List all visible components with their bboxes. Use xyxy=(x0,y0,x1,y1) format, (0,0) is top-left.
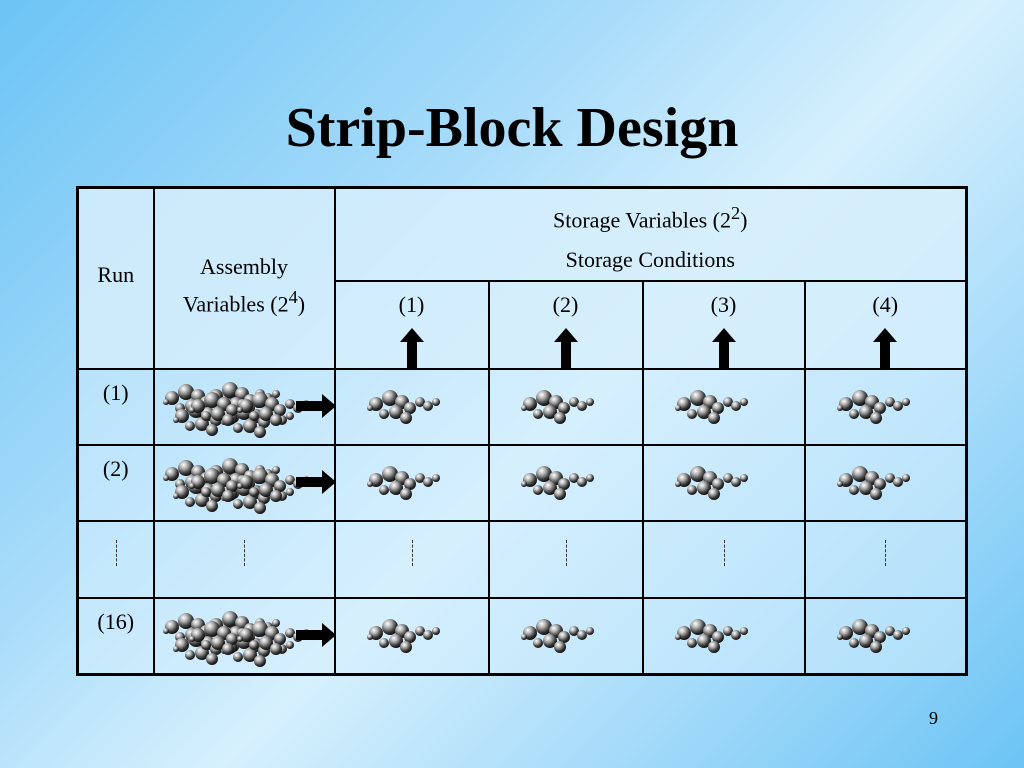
ellipsis-cell xyxy=(641,520,806,600)
assembly-header-cell: Assembly Variables (24) xyxy=(152,186,336,371)
storage-cell xyxy=(487,444,644,523)
condition-header-3: (3) xyxy=(641,280,806,371)
ellipsis-cell xyxy=(803,520,968,600)
ellipsis-cell xyxy=(152,520,336,600)
arrow-up-icon xyxy=(711,328,736,368)
condition-header-2: (2) xyxy=(487,280,644,371)
strip-block-table: Run Assembly Variables (24) Storage Vari… xyxy=(76,186,968,676)
vertical-dots-icon xyxy=(885,540,887,567)
ellipsis-cell xyxy=(333,520,490,600)
arrow-up-icon xyxy=(873,328,898,368)
condition-header-1: (1) xyxy=(333,280,490,371)
run-cell: (1) xyxy=(76,368,155,447)
molecule-cluster-icon xyxy=(520,466,594,501)
storage-cell xyxy=(487,597,644,676)
vertical-dots-icon xyxy=(244,540,245,567)
ellipsis-cell xyxy=(487,520,644,600)
molecule-cluster-icon xyxy=(158,607,308,671)
assembly-header-line1: Assembly xyxy=(200,254,288,279)
ellipsis-cell xyxy=(76,520,155,600)
vertical-dots-icon xyxy=(723,540,725,567)
storage-variables-header: Storage Variables (22) xyxy=(553,203,748,233)
arrow-right-icon xyxy=(295,470,333,495)
storage-cell xyxy=(487,368,644,447)
run-label: (2) xyxy=(102,456,129,482)
arrow-right-icon xyxy=(295,623,333,648)
run-cell: (16) xyxy=(76,597,155,676)
molecule-cluster-icon xyxy=(674,619,748,654)
storage-cell xyxy=(803,597,968,676)
storage-cell xyxy=(803,444,968,523)
arrow-up-icon xyxy=(553,328,578,368)
molecule-cluster-icon xyxy=(158,378,308,442)
molecule-cluster-icon xyxy=(366,390,440,425)
storage-cell xyxy=(641,444,806,523)
page-number: 9 xyxy=(929,708,938,728)
assembly-cell xyxy=(152,597,336,676)
storage-header-cell: Storage Variables (22) Storage Condition… xyxy=(333,186,968,283)
molecule-cluster-icon xyxy=(158,454,308,518)
molecule-cluster-icon xyxy=(836,466,910,501)
slide-title: Strip-Block Design xyxy=(285,97,739,159)
table-row: (16) xyxy=(76,597,968,676)
condition-header-4: (4) xyxy=(803,280,968,371)
table-row: (1) xyxy=(76,368,968,447)
run-header: Run xyxy=(97,261,135,287)
molecule-cluster-icon xyxy=(520,390,594,425)
storage-cell xyxy=(333,444,490,523)
molecule-cluster-icon xyxy=(366,466,440,501)
molecule-cluster-icon xyxy=(366,619,440,654)
storage-cell xyxy=(333,368,490,447)
run-label: (16) xyxy=(97,609,135,635)
storage-cell xyxy=(333,597,490,676)
assembly-header-line2: Variables (24) xyxy=(182,287,306,317)
vertical-dots-icon xyxy=(565,540,567,567)
vertical-dots-icon xyxy=(115,540,117,567)
run-cell: (2) xyxy=(76,444,155,523)
molecule-cluster-icon xyxy=(520,619,594,654)
storage-conditions-header: Storage Conditions xyxy=(565,247,735,273)
table-row: (2) xyxy=(76,444,968,523)
run-header-cell: Run xyxy=(76,186,155,371)
storage-cell xyxy=(641,368,806,447)
vertical-dots-icon xyxy=(411,540,413,567)
assembly-cell xyxy=(152,368,336,447)
arrow-right-icon xyxy=(295,394,333,419)
run-label: (1) xyxy=(102,380,129,406)
arrow-up-icon xyxy=(399,328,424,368)
storage-cell xyxy=(803,368,968,447)
molecule-cluster-icon xyxy=(674,466,748,501)
molecule-cluster-icon xyxy=(836,619,910,654)
assembly-cell xyxy=(152,444,336,523)
storage-cell xyxy=(641,597,806,676)
molecule-cluster-icon xyxy=(836,390,910,425)
table-row-ellipsis xyxy=(76,520,968,600)
molecule-cluster-icon xyxy=(674,390,748,425)
